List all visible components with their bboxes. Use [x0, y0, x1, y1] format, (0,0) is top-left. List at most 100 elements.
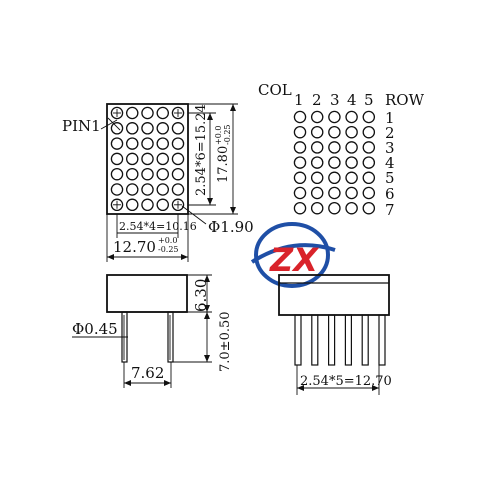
led-dot-grid	[110, 106, 185, 212]
led-dot	[110, 183, 124, 196]
matrix-dot	[310, 201, 324, 215]
led-dot	[171, 137, 185, 150]
led-dot	[156, 167, 169, 181]
led-dot	[141, 122, 154, 135]
led-dot	[141, 152, 154, 166]
pin1-label: PIN1	[62, 117, 101, 135]
height-outer-dim: 17.80	[216, 146, 231, 183]
row-number: 4	[385, 154, 395, 172]
dot-diameter-leader	[181, 205, 207, 225]
dot-diameter: Φ1.90	[208, 218, 254, 236]
col-number: 1	[294, 91, 304, 109]
pin-matrix-dots	[293, 110, 376, 215]
matrix-dot	[310, 156, 324, 169]
row-number: 3	[385, 139, 395, 157]
matrix-dot	[310, 171, 324, 185]
matrix-dot	[293, 186, 307, 200]
bottom-view: 2.54*5=12.70	[278, 274, 392, 395]
led-dot	[126, 137, 139, 150]
led-dot	[171, 167, 185, 181]
pin-spacing-dim: 7.62	[131, 364, 164, 382]
body-height-dim: 6.30	[192, 279, 210, 312]
matrix-dot	[328, 171, 341, 185]
logo-ring	[254, 222, 330, 288]
matrix-dot	[310, 141, 324, 154]
pin-length-dim: 7.0±0.50	[218, 311, 233, 372]
led-dot	[110, 122, 124, 135]
row-label: ROW	[385, 91, 425, 109]
zx-watermark-logo: ZX	[250, 222, 336, 288]
led-dot	[171, 152, 185, 166]
logo-letters: ZX	[269, 241, 319, 279]
col-number: 3	[330, 91, 340, 109]
matrix-dot	[362, 110, 376, 124]
matrix-dot	[310, 125, 324, 139]
pin-matrix: COL ROW 1 2 3 4 5 1 2 3 4 5 6 7	[258, 81, 425, 219]
side-body-outline	[106, 274, 188, 313]
matrix-dot	[293, 171, 307, 185]
led-dot	[126, 106, 139, 120]
logo-swoosh	[250, 243, 336, 264]
led-dot	[110, 137, 124, 150]
pin-diameter: Φ0.45	[72, 320, 118, 338]
bottom-pin	[294, 314, 302, 366]
matrix-dot	[345, 201, 358, 215]
led-dot	[126, 198, 139, 212]
side-pin-right	[167, 311, 174, 363]
width-outer-tol-plus: +0.0	[158, 236, 177, 245]
led-dot	[156, 152, 169, 166]
row-number: 5	[385, 169, 395, 187]
bottom-pins	[294, 314, 386, 366]
height-outer-tol-plus: +0.0	[214, 126, 223, 145]
width-outer-tol-minus: -0.25	[158, 245, 179, 254]
matrix-dot	[345, 141, 358, 154]
led-dot	[141, 167, 154, 181]
matrix-dot	[345, 156, 358, 169]
led-dot	[126, 167, 139, 181]
matrix-dot	[328, 201, 341, 215]
matrix-dot	[328, 110, 341, 124]
bottom-pin	[328, 314, 336, 366]
led-dot	[110, 152, 124, 166]
led-dot	[156, 106, 169, 120]
led-dot	[141, 106, 154, 120]
led-dot	[141, 198, 154, 212]
matrix-dot	[345, 125, 358, 139]
matrix-dot	[345, 110, 358, 124]
led-dot	[126, 183, 139, 196]
matrix-dot	[310, 110, 324, 124]
pin-pitch-dim: 2.54*5=12.70	[300, 374, 392, 389]
col-number: 2	[312, 91, 322, 109]
side-view: Φ0.45 6.30 7.0±0.50 7.62	[72, 274, 233, 388]
matrix-dot	[362, 141, 376, 154]
display-body-outline	[106, 103, 189, 215]
col-number: 5	[364, 91, 374, 109]
matrix-dot	[328, 141, 341, 154]
led-dot	[141, 183, 154, 196]
led-dot	[156, 198, 169, 212]
matrix-dot	[293, 141, 307, 154]
matrix-dot	[293, 125, 307, 139]
matrix-dot	[362, 171, 376, 185]
bottom-pin	[311, 314, 319, 366]
matrix-dot	[293, 110, 307, 124]
matrix-dot	[328, 186, 341, 200]
row-number: 7	[385, 201, 395, 219]
bottom-pin	[361, 314, 369, 366]
matrix-dot	[293, 156, 307, 169]
col-number: 4	[347, 91, 357, 109]
matrix-dot	[328, 156, 341, 169]
pin1-leader-line	[100, 119, 118, 130]
led-dot	[156, 137, 169, 150]
width-inner-dim: 2.54*4=10.16	[119, 220, 197, 233]
width-outer-dim: 12.70	[113, 238, 156, 256]
bottom-pin	[378, 314, 386, 366]
led-dot	[171, 122, 185, 135]
front-view: PIN1 2.54*6=15.24 17.80 +0.0 -0.25 Φ1.90…	[62, 103, 254, 262]
height-outer-tol-minus: -0.25	[223, 124, 232, 145]
led-dot	[126, 152, 139, 166]
row-number: 1	[385, 109, 395, 127]
led-dot	[156, 183, 169, 196]
matrix-dot	[362, 125, 376, 139]
